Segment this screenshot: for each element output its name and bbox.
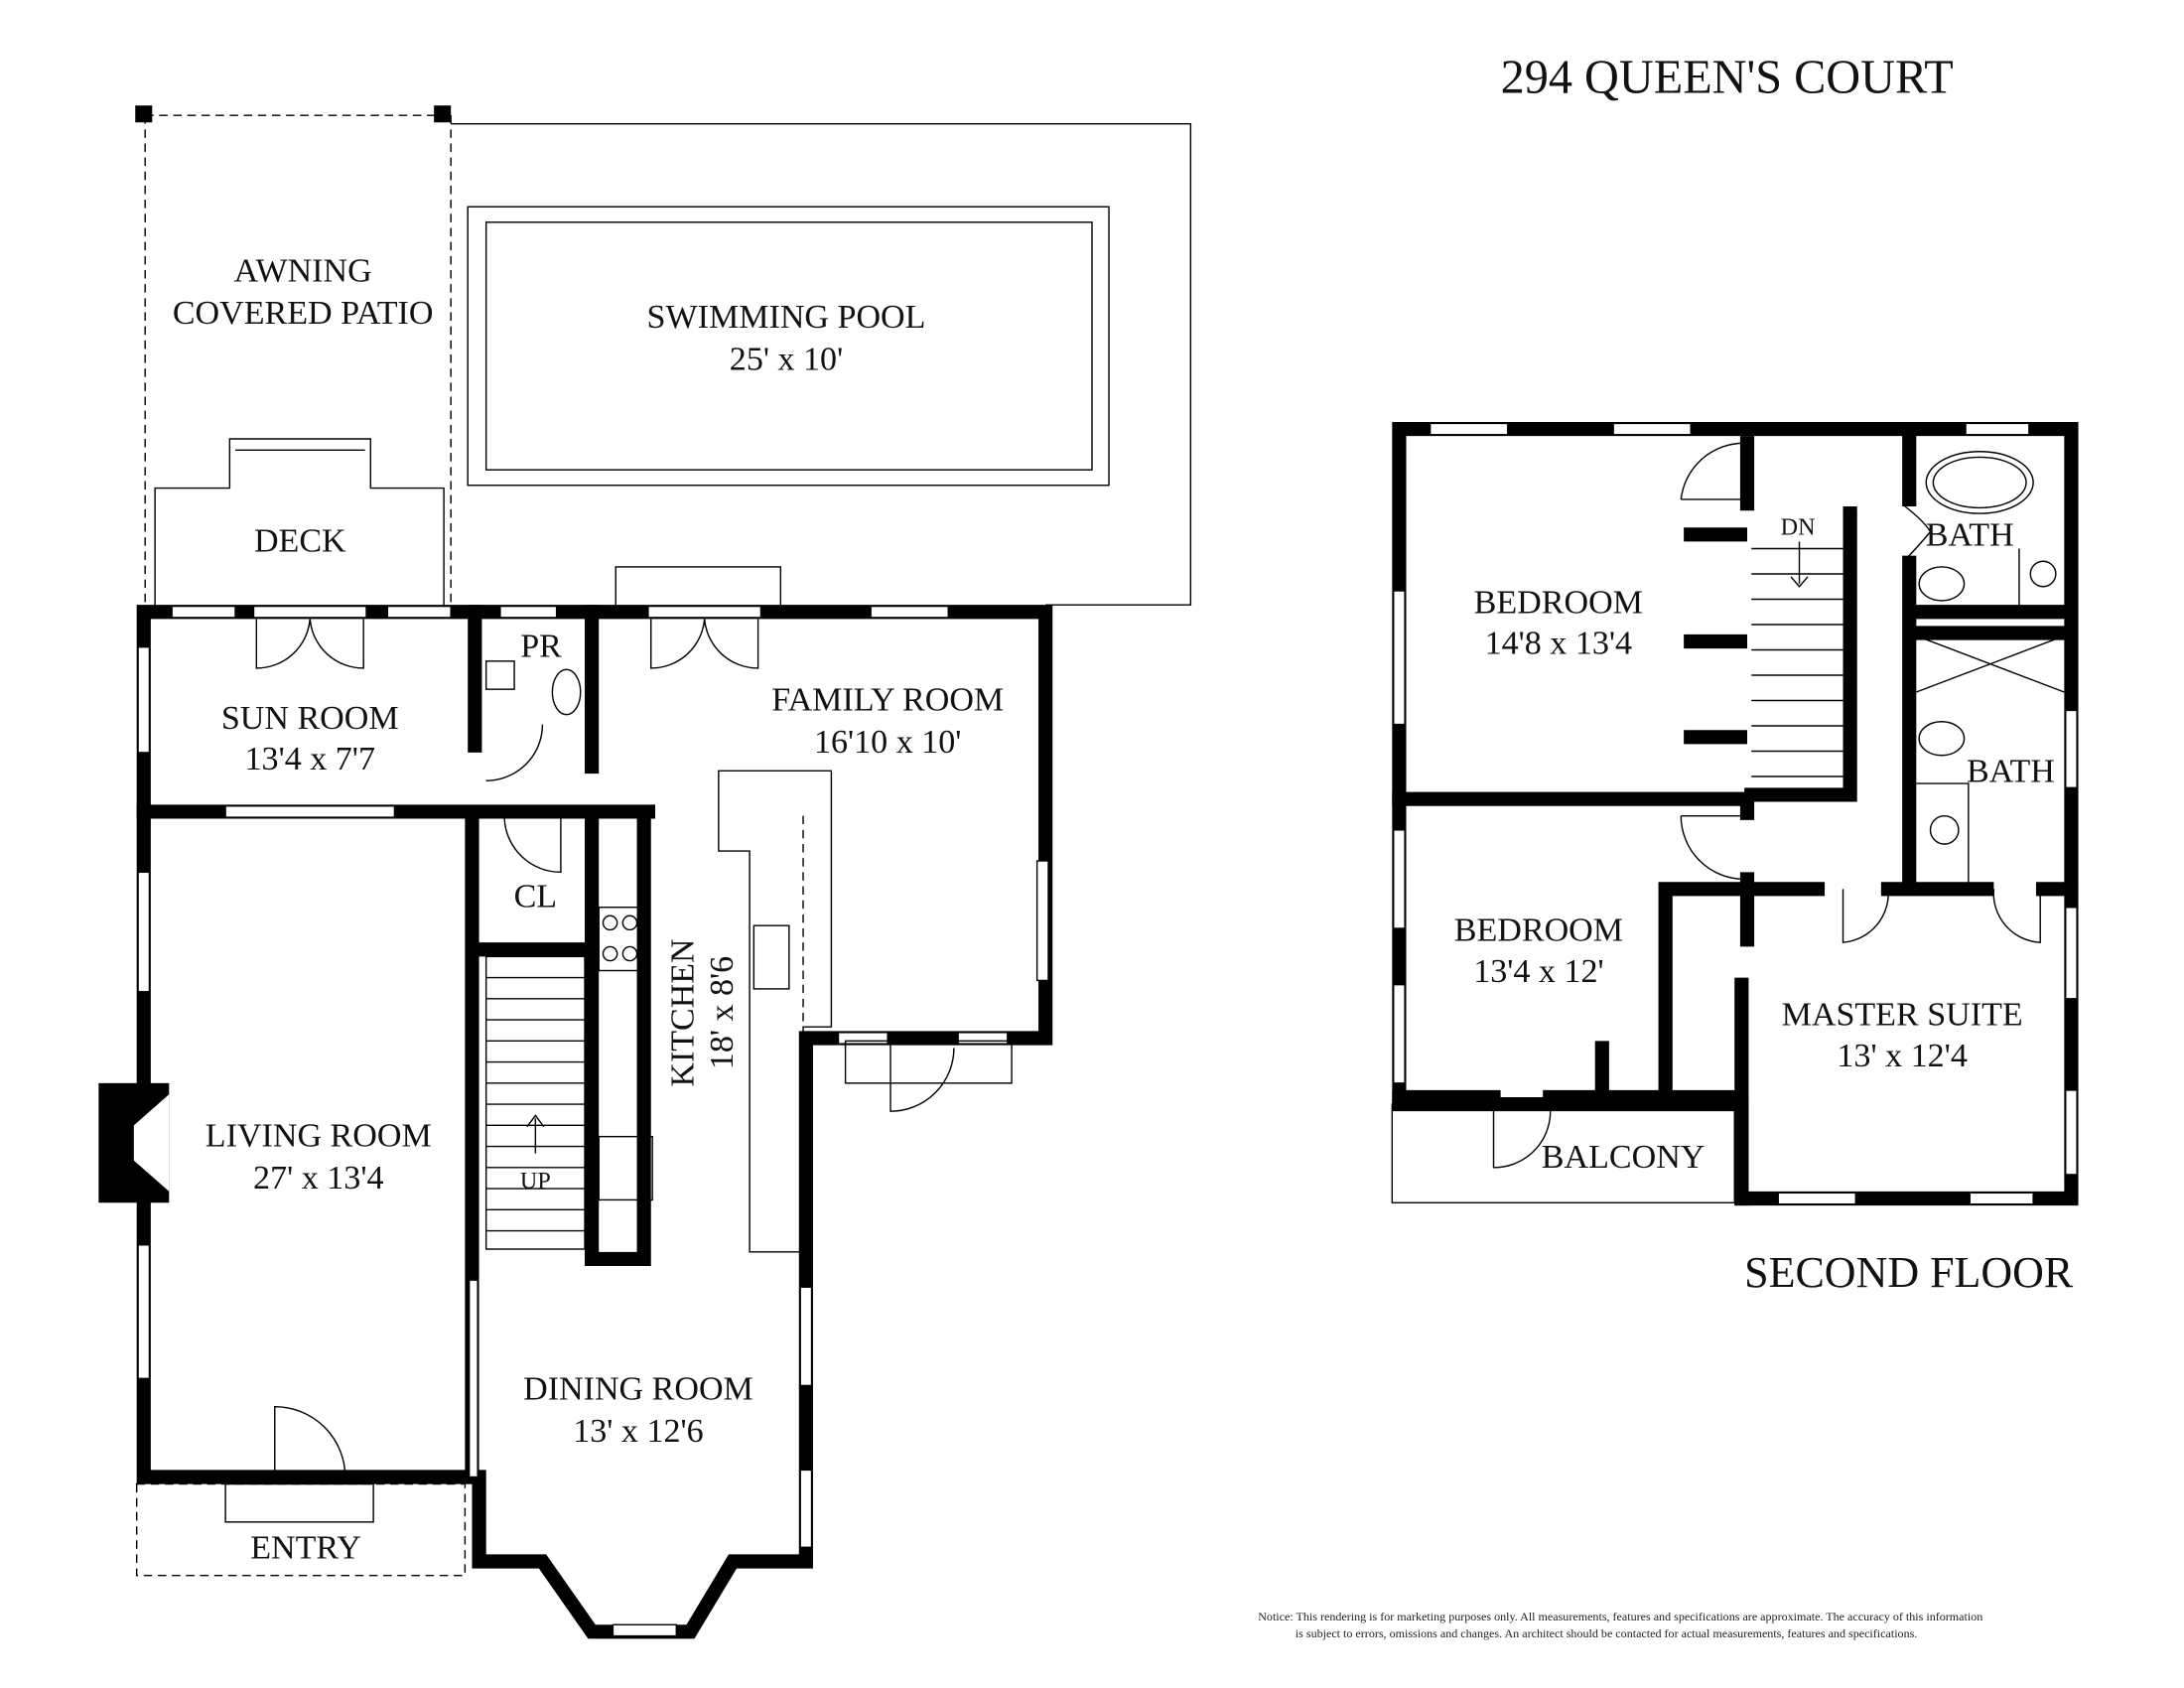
entry-porch [135, 1482, 467, 1577]
first-floor-interior-walls [136, 605, 655, 1484]
second-floor: BEDROOM 14'8 x 13'4 DN BATH BATH BEDROOM… [1391, 422, 2079, 1297]
stairs-down [1751, 507, 1857, 777]
awning-post [434, 105, 452, 123]
room-dimensions: 13'4 x 7'7 [245, 741, 375, 777]
room-dimensions: 25' x 10' [730, 342, 843, 378]
stairs-up [484, 955, 586, 1250]
room-label: ENTRY [250, 1530, 361, 1567]
windows [137, 605, 1049, 1637]
property-title: 294 QUEEN'S COURT [1501, 52, 1954, 104]
room-label: SUN ROOM [221, 700, 399, 737]
room-label: COVERED PATIO [173, 295, 434, 332]
room-label: PR [520, 629, 562, 665]
sink-icon [484, 660, 515, 690]
bath-fixtures [1916, 451, 2065, 890]
kitchen-counters [598, 770, 833, 1253]
second-floor-interior-walls [1392, 422, 2079, 1206]
room-dimensions: 27' x 13'4 [253, 1160, 383, 1196]
room-label: AWNING [234, 252, 372, 289]
room-label: LIVING ROOM [205, 1118, 432, 1155]
room-label: KITCHEN [664, 938, 701, 1086]
room-label: DINING ROOM [523, 1371, 753, 1408]
stair-label: DN [1781, 514, 1816, 540]
room-label: FAMILY ROOM [771, 681, 1004, 718]
awning-post [135, 105, 153, 123]
toilet-icon [551, 668, 582, 716]
room-label: SWIMMING POOL [647, 299, 926, 336]
room-label: BATH [1926, 517, 2014, 554]
room-label: DECK [254, 522, 346, 559]
room-label: CL [514, 879, 558, 915]
fireplace-opening [133, 1094, 170, 1192]
awning-outline [144, 114, 452, 606]
room-dimensions: 18' x 8'6 [704, 956, 741, 1069]
room-dimensions: 13'4 x 12' [1473, 953, 1603, 990]
pool-deck-outline [451, 122, 1192, 606]
room-dimensions: 13' x 12'4 [1837, 1038, 1967, 1074]
room-label: MASTER SUITE [1782, 997, 2023, 1034]
room-label: BEDROOM [1474, 585, 1643, 622]
deck-outline [154, 438, 445, 606]
room-label: BALCONY [1542, 1139, 1706, 1176]
first-floor: AWNING COVERED PATIO SWIMMING POOL 25' x… [98, 105, 1192, 1639]
pool-outer [467, 206, 1110, 487]
doors [1492, 442, 2041, 1169]
room-dimensions: 16'10 x 10' [814, 724, 961, 761]
room-label: BEDROOM [1454, 913, 1623, 949]
floor-label: SECOND FLOOR [1744, 1248, 2074, 1297]
room-label: BATH [1967, 754, 2055, 790]
disclaimer-line: Notice: This rendering is for marketing … [1258, 1610, 1982, 1623]
room-dimensions: 14'8 x 13'4 [1485, 626, 1632, 662]
room-dimensions: 13' x 12'6 [573, 1413, 703, 1450]
pool-inner [484, 221, 1093, 471]
windows [1393, 422, 2078, 1205]
stair-label: UP [520, 1169, 551, 1195]
doors [252, 605, 1013, 1480]
entry-step [224, 1482, 374, 1523]
disclaimer-line: is subject to errors, omissions and chan… [1296, 1626, 1917, 1640]
family-room-step [614, 566, 782, 611]
